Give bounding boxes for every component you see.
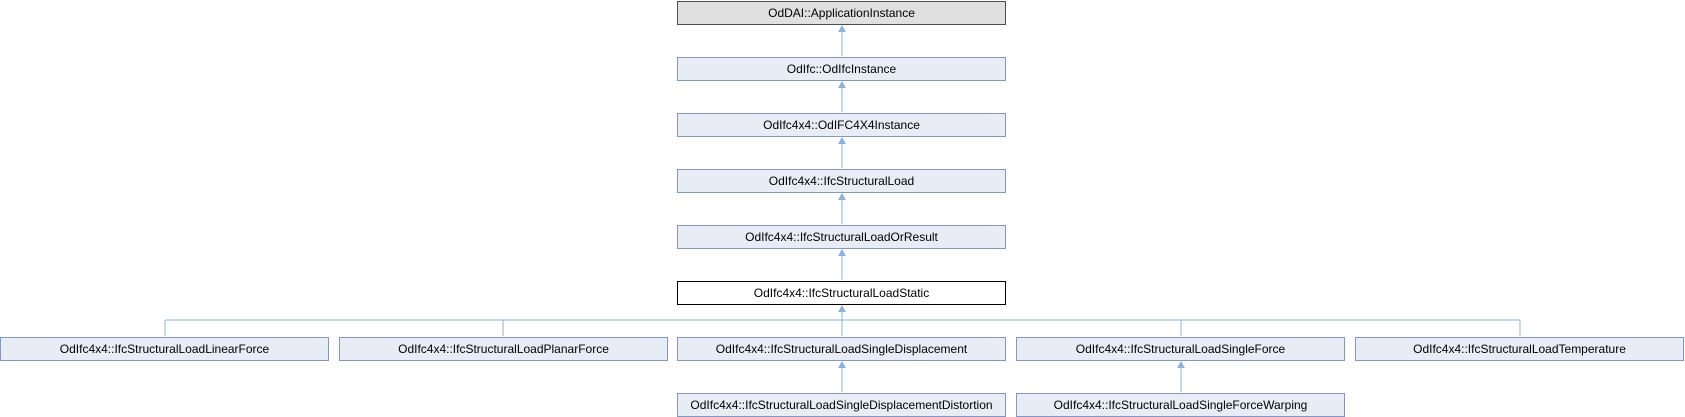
class-node-structural-load[interactable]: OdIfc4x4::IfcStructuralLoad <box>677 169 1006 193</box>
arrowhead-structuralload <box>838 193 846 200</box>
arrowhead-ifcinstance <box>838 81 846 88</box>
class-node-single-force-warping[interactable]: OdIfc4x4::IfcStructuralLoadSingleForceWa… <box>1016 393 1345 417</box>
class-node-linear-force[interactable]: OdIfc4x4::IfcStructuralLoadLinearForce <box>0 337 329 361</box>
class-node-ifc-instance[interactable]: OdIfc::OdIfcInstance <box>677 57 1006 81</box>
arrowhead-loadorresult <box>838 249 846 256</box>
arrowhead-ifc4x4instance <box>838 137 846 144</box>
class-node-single-displacement[interactable]: OdIfc4x4::IfcStructuralLoadSingleDisplac… <box>677 337 1006 361</box>
arrowhead-singleforce <box>1177 361 1185 368</box>
arrowhead-applicationinstance <box>838 25 846 32</box>
class-node-single-force[interactable]: OdIfc4x4::IfcStructuralLoadSingleForce <box>1016 337 1345 361</box>
class-node-application-instance[interactable]: OdDAI::ApplicationInstance <box>677 1 1006 25</box>
class-node-structural-load-static: OdIfc4x4::IfcStructuralLoadStatic <box>677 281 1006 305</box>
class-node-ifc4x4-instance[interactable]: OdIfc4x4::OdIFC4X4Instance <box>677 113 1006 137</box>
class-node-single-displacement-distortion[interactable]: OdIfc4x4::IfcStructuralLoadSingleDisplac… <box>677 393 1006 417</box>
class-node-structural-load-or-result[interactable]: OdIfc4x4::IfcStructuralLoadOrResult <box>677 225 1006 249</box>
arrowhead-singledisplacement <box>838 361 846 368</box>
arrowhead-loadstatic <box>838 305 846 312</box>
class-node-temperature[interactable]: OdIfc4x4::IfcStructuralLoadTemperature <box>1355 337 1684 361</box>
class-node-planar-force[interactable]: OdIfc4x4::IfcStructuralLoadPlanarForce <box>339 337 668 361</box>
